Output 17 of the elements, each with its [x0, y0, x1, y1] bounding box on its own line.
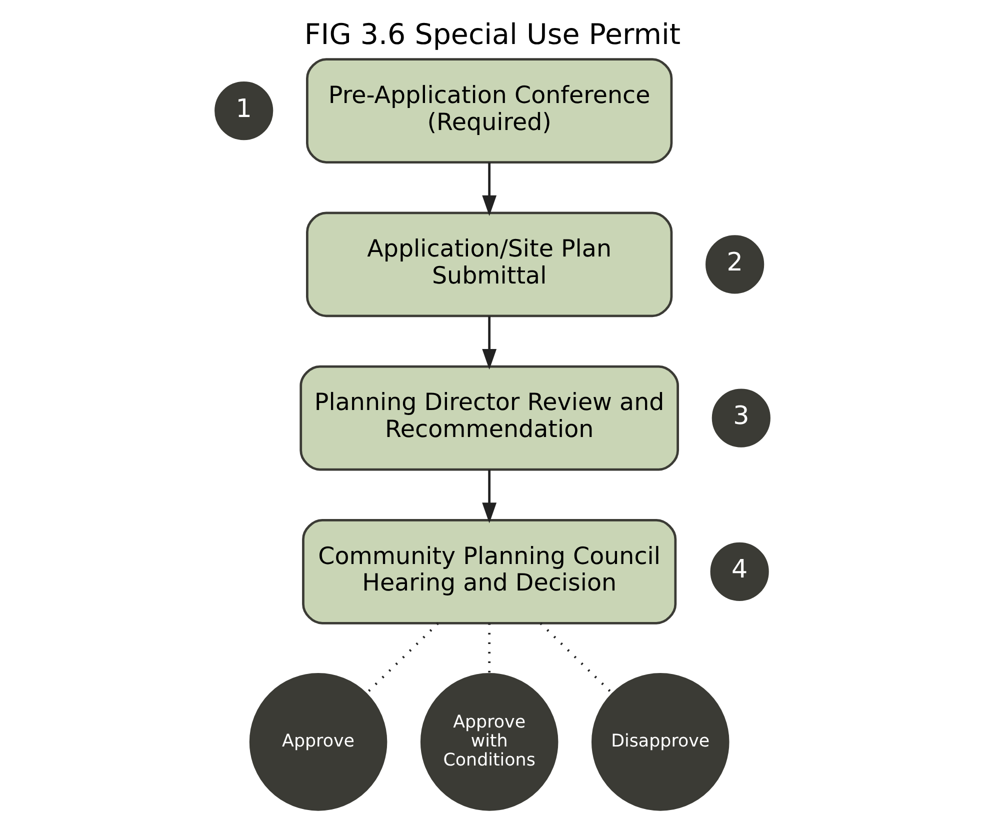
node-box: Planning Director Review and Recommendation	[299, 365, 678, 471]
arrow	[482, 162, 496, 216]
node-box: Application/Site Plan Submittal	[306, 212, 672, 318]
connector	[365, 622, 438, 694]
node-circle: 1	[214, 81, 273, 140]
arrow	[482, 470, 496, 524]
node-box: Pre-Application Conference (Required)	[306, 58, 672, 164]
node-circle: Disapprove	[590, 673, 729, 811]
connector	[539, 622, 612, 694]
node-circle: Approve with Conditions	[420, 673, 558, 811]
node-circle: 2	[705, 235, 764, 294]
arrow	[482, 316, 496, 370]
node-circle: 3	[711, 388, 770, 448]
node-circle: 4	[710, 542, 768, 601]
diagram-title: FIG 3.6 Special Use Permit	[304, 18, 680, 52]
node-circle: Approve	[248, 673, 387, 811]
node-box: Community Planning Council Hearing and Decision	[302, 519, 676, 624]
